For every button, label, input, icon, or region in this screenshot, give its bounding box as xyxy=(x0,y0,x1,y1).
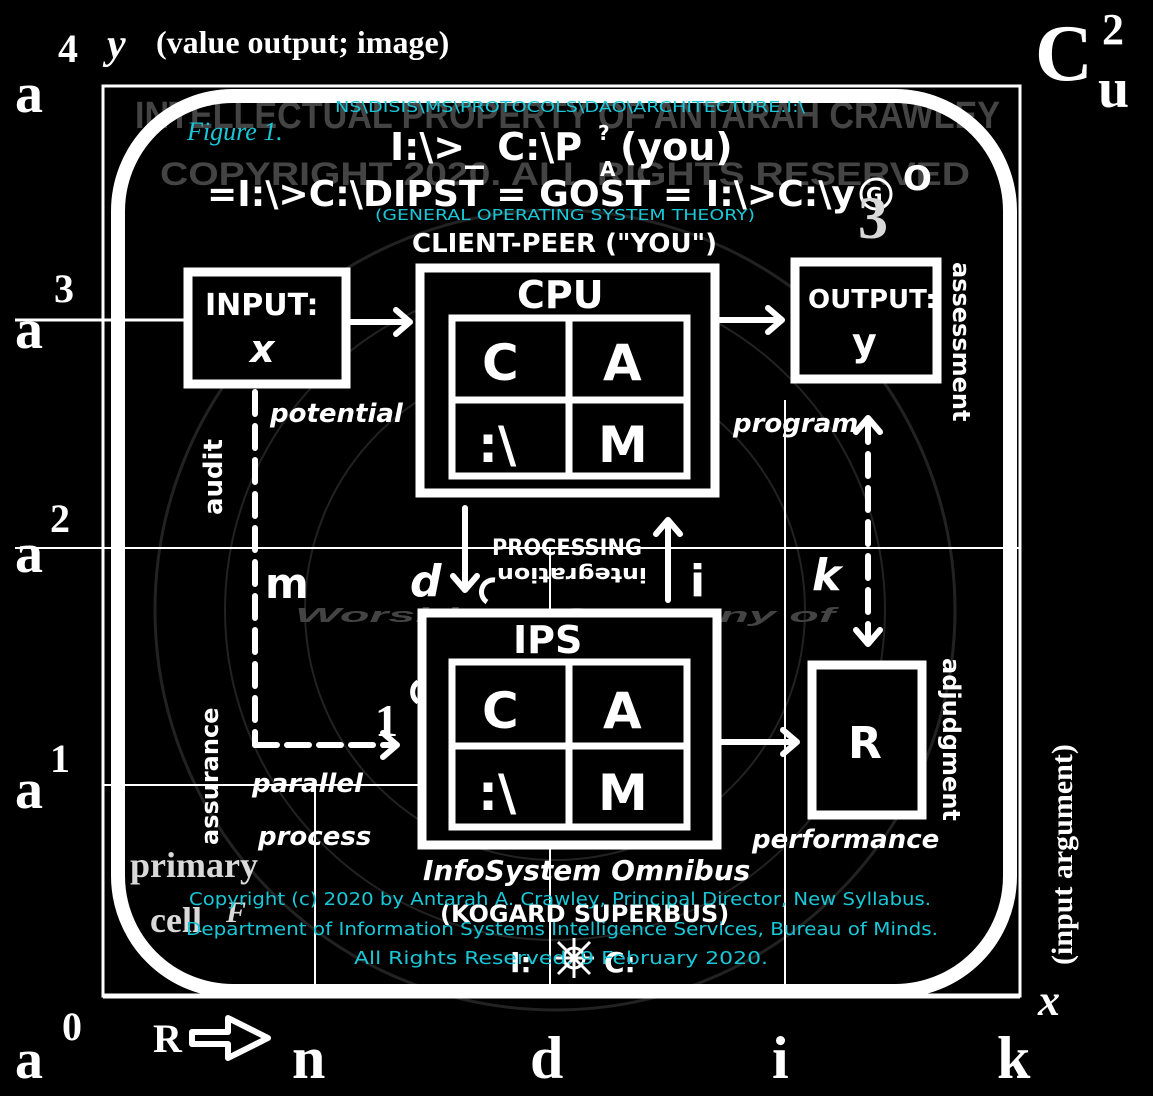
protocol-path: NS\DISIS\MS\PROTOCOLS\DAO\ARCHITECTURE.I… xyxy=(335,98,806,116)
small-curve-mark xyxy=(479,577,496,605)
superscript-three: 3 xyxy=(858,185,888,251)
k-label: k xyxy=(812,550,844,601)
command-line-1-sub: A xyxy=(600,157,616,181)
primary-cell-label: primary xyxy=(130,845,258,885)
output-title: OUTPUT: xyxy=(808,285,936,315)
degree-mark: O xyxy=(903,159,932,199)
y-level-label: a xyxy=(15,63,43,125)
parallel-label: parallel xyxy=(251,769,364,799)
corner-subscript: u xyxy=(1098,58,1129,120)
y-top-index: 4 xyxy=(58,26,78,71)
input-title: INPUT: xyxy=(205,288,318,323)
omnibus-label: InfoSystem Omnibus xyxy=(423,854,750,887)
ips-cell-c: C xyxy=(482,682,519,740)
m-label: m xyxy=(265,559,309,608)
input-box: INPUT: x xyxy=(183,267,351,389)
corner-superscript: 2 xyxy=(1102,5,1124,54)
adjudgment-label: adjudgment xyxy=(937,658,965,821)
copyright-block: Copyright (c) 2020 by Antarah A. Crawley… xyxy=(186,889,938,969)
cell-f-label: F xyxy=(225,896,246,929)
x-tick-i: i xyxy=(772,1025,789,1091)
output-variable: y xyxy=(852,320,877,364)
y-exponent-2: 2 xyxy=(50,496,70,541)
cpu-title: CPU xyxy=(517,273,604,317)
y-exponent-0: 0 xyxy=(62,1004,82,1049)
x-tick-n: n xyxy=(292,1025,325,1091)
y-level-label: a xyxy=(15,523,43,585)
cpu-box: CPU C A :\ M xyxy=(415,263,720,498)
i-label: i xyxy=(690,556,705,607)
r-box-label: R xyxy=(848,718,882,769)
copyright-line-1: Copyright (c) 2020 by Antarah A. Crawley… xyxy=(189,889,931,910)
bottom-mark-left: I: xyxy=(510,946,532,979)
process-label: process xyxy=(257,822,371,852)
processing-label: PROCESSING xyxy=(492,536,642,561)
r-box: R xyxy=(807,660,927,820)
assurance-label: assurance xyxy=(196,708,224,845)
cpu-cell-m: M xyxy=(598,416,648,474)
x-axis-title: (input argument) xyxy=(1046,744,1079,965)
program-label: program xyxy=(732,409,858,439)
bottom-mark-right: C: xyxy=(604,946,636,979)
processing-mirror-label: integration xyxy=(497,563,647,587)
cpu-cell-colon-slash: :\ xyxy=(478,416,517,474)
ips-box: IPS C A :\ M xyxy=(417,608,722,850)
d-label: d xyxy=(410,556,442,607)
y-axis-title: (value output; image) xyxy=(156,24,449,60)
copyright-line-3: All Rights Reserved. 9 February 2020. xyxy=(354,948,768,969)
x-axis-symbol: x xyxy=(1037,976,1060,1025)
command-line-2: =I:\>C:\DIPST = GOST = I:\>C:\y xyxy=(207,174,855,215)
y-level-label: a xyxy=(15,299,43,361)
cpu-cell-c: C xyxy=(482,334,519,392)
x-axis-labels: R n d i k x (input argument) xyxy=(153,744,1079,1091)
assessment-label: assessment xyxy=(947,262,975,421)
x-tick-k: k xyxy=(997,1025,1031,1091)
potential-label: potential xyxy=(269,399,404,429)
y-level-label: a xyxy=(15,759,43,821)
one-label: 1 xyxy=(375,695,398,746)
star-sigil-icon xyxy=(554,938,594,978)
cpu-cell-a: A xyxy=(603,334,642,392)
cell-label: cell xyxy=(150,900,202,940)
output-box: OUTPUT: y xyxy=(790,257,942,384)
y-exponent-3: 3 xyxy=(54,266,74,311)
watermark-second-text: COPYRIGHT 2020. ALL RIGHTS RESERVED xyxy=(160,156,970,192)
circled-g-letter: G xyxy=(866,183,882,207)
ips-cell-m: M xyxy=(598,764,648,822)
superbus-label: (KOGARD SUPERBUS) xyxy=(440,900,729,928)
input-variable: x xyxy=(248,327,276,371)
corner-letter: C xyxy=(1035,10,1093,98)
ips-cell-colon-slash: :\ xyxy=(478,764,517,822)
y-exponent-1: 1 xyxy=(50,736,70,781)
ips-cell-a: A xyxy=(603,682,642,740)
x-tick-d: d xyxy=(530,1025,563,1091)
figure-label: Figure 1. xyxy=(186,117,283,146)
command-line-1: I:\>_ C:\P xyxy=(390,125,582,169)
x-origin-label: R xyxy=(153,1016,183,1061)
gost-caption: (GENERAL OPERATING SYSTEM THEORY) xyxy=(375,206,755,224)
arrow-right-icon xyxy=(189,1015,271,1061)
header: NS\DISIS\MS\PROTOCOLS\DAO\ARCHITECTURE.I… xyxy=(186,98,932,259)
circled-g-mark xyxy=(859,177,893,211)
audit-label: audit xyxy=(199,439,229,515)
diagram-labels: PROCESSING integration potential program… xyxy=(196,262,975,979)
ips-title: IPS xyxy=(513,618,582,662)
outer-rounded-frame xyxy=(111,89,1017,998)
small-curve-mark xyxy=(410,679,420,705)
command-line-1-sup: ? xyxy=(598,121,610,145)
y-axis-symbol: y xyxy=(102,22,126,68)
command-line-1-you: (you) xyxy=(620,125,733,169)
performance-label: performance xyxy=(751,825,939,855)
y-axis-labels: a 4 y (value output; image) a 3 a 2 a 1 … xyxy=(15,22,449,1091)
y-level-label: a xyxy=(15,1029,43,1091)
copyright-line-2: Department of Information Systems Intell… xyxy=(186,919,938,940)
corner-notation: C 2 u xyxy=(1035,5,1129,120)
client-peer-label: CLIENT-PEER ("YOU") xyxy=(412,229,717,259)
connectors xyxy=(252,305,883,760)
